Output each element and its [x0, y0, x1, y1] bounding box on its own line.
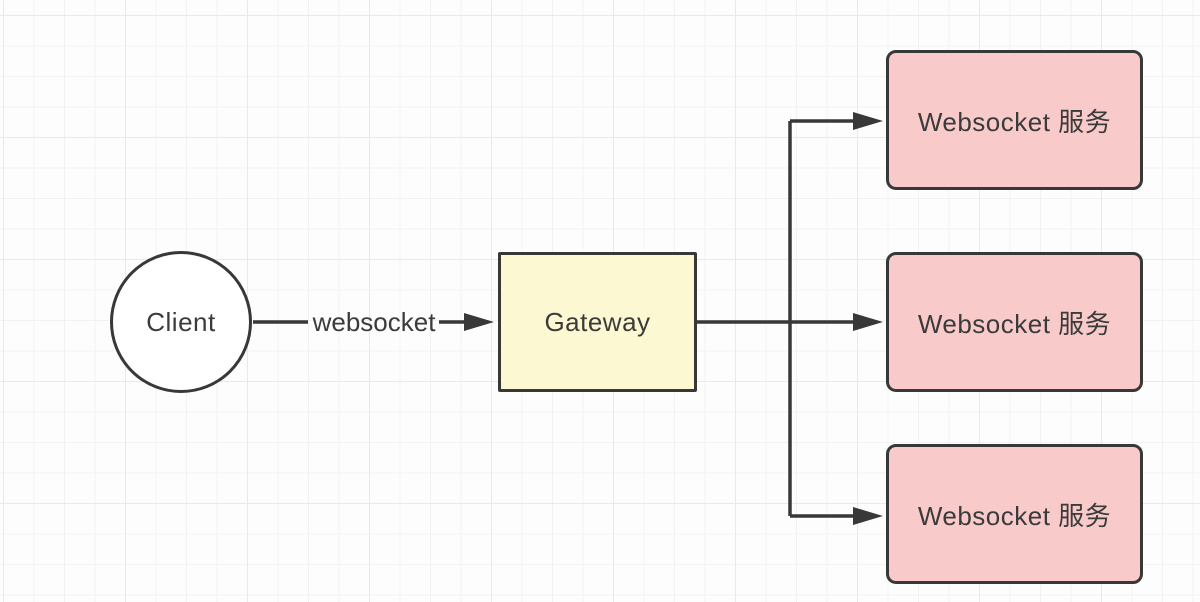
arrowhead-service1-icon	[853, 112, 883, 130]
client-label: Client	[146, 306, 216, 337]
arrowhead-service2-icon	[853, 313, 883, 331]
service-label: Websocket 服务	[917, 500, 1112, 531]
service-node-2: Websocket 服务	[886, 252, 1143, 392]
websocket-edge-label: websocket	[312, 307, 436, 337]
arrowhead-service3-icon	[853, 507, 883, 525]
service-label: Websocket 服务	[917, 308, 1112, 339]
service-label: Websocket 服务	[917, 106, 1112, 137]
gateway-node: Gateway	[498, 252, 697, 392]
gateway-label: Gateway	[544, 306, 651, 337]
client-node: Client	[110, 251, 252, 393]
arrowhead-gateway-icon	[464, 313, 494, 331]
service-node-3: Websocket 服务	[886, 444, 1143, 584]
service-node-1: Websocket 服务	[886, 50, 1143, 190]
